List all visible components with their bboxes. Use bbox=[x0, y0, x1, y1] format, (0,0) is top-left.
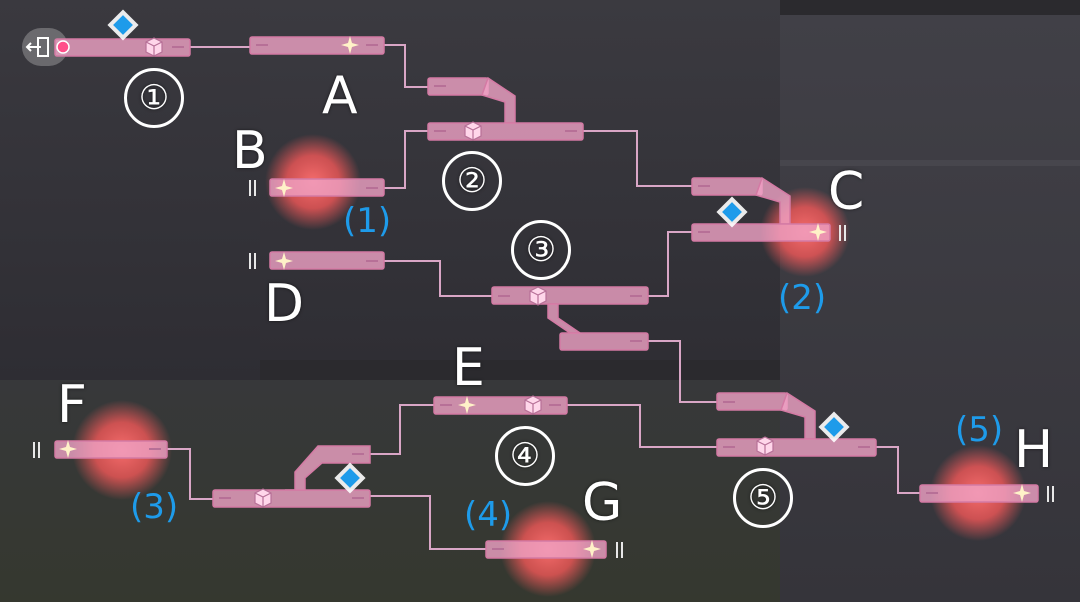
connector-F-split bbox=[167, 448, 213, 500]
sparkle-icon bbox=[275, 252, 293, 270]
connector-E-5 bbox=[567, 404, 717, 448]
diamond-marker-icon[interactable] bbox=[716, 196, 748, 228]
sparkle-icon bbox=[809, 223, 827, 241]
track-E bbox=[433, 396, 568, 415]
background-building-right bbox=[780, 15, 1080, 602]
start-dot-icon bbox=[56, 40, 70, 54]
sparkle-icon bbox=[59, 440, 77, 458]
route-label-H: H bbox=[1014, 420, 1054, 480]
slot-marks bbox=[149, 44, 938, 550]
track-split-lower bbox=[212, 489, 371, 508]
track-3-upper bbox=[491, 286, 649, 305]
route-label-F: F bbox=[57, 375, 87, 435]
track-2-bend bbox=[481, 76, 516, 124]
background-building-left bbox=[0, 0, 260, 380]
connector-3-C bbox=[648, 231, 692, 297]
stage-number-3: ③ bbox=[511, 220, 571, 280]
track-1 bbox=[54, 38, 191, 57]
cube-icon bbox=[464, 121, 482, 141]
connector-lines bbox=[167, 44, 920, 550]
stage-number-5: ⑤ bbox=[733, 468, 793, 528]
track-3-bend bbox=[547, 303, 583, 334]
track-3-lower bbox=[559, 332, 649, 351]
route-label-C: C bbox=[828, 162, 865, 222]
double-bar-icon bbox=[33, 442, 40, 458]
stage-number-4: ④ bbox=[495, 426, 555, 486]
connector-D-3 bbox=[384, 260, 492, 297]
route-label-E: E bbox=[452, 338, 485, 398]
double-bar-icon bbox=[249, 180, 256, 196]
route-label-G: G bbox=[582, 473, 623, 533]
connector-2-C bbox=[583, 130, 692, 187]
connector-split-G bbox=[370, 495, 486, 550]
cube-icon bbox=[529, 286, 547, 306]
sparkle-icon bbox=[341, 36, 359, 54]
track-H bbox=[919, 484, 1039, 503]
sparkle-icon bbox=[583, 540, 601, 558]
exit-door-icon[interactable] bbox=[25, 37, 49, 57]
track-B bbox=[269, 178, 385, 197]
route-label-B: B bbox=[232, 121, 268, 181]
cube-icon bbox=[756, 436, 774, 456]
background-window-band bbox=[780, 160, 1080, 166]
double-bar-icon bbox=[616, 542, 623, 558]
diamond-marker-icon[interactable] bbox=[818, 411, 850, 443]
diamond-marker-icon[interactable] bbox=[334, 462, 366, 494]
connector-3-5 bbox=[648, 340, 717, 403]
double-bar-icon bbox=[1047, 486, 1054, 502]
track-5-lower bbox=[716, 438, 877, 457]
route-marker-2: (2) bbox=[778, 278, 827, 318]
cube-icon bbox=[254, 488, 272, 508]
sparkle-icon bbox=[275, 179, 293, 197]
double-bar-icons bbox=[33, 180, 1054, 558]
cube-icons bbox=[145, 37, 774, 508]
route-label-D: D bbox=[264, 274, 305, 334]
cube-icon bbox=[145, 37, 163, 57]
route-label-A: A bbox=[322, 66, 358, 126]
stage-number-1: ① bbox=[124, 68, 184, 128]
track-5-bend bbox=[780, 391, 816, 440]
track-A bbox=[249, 36, 385, 55]
track-G bbox=[485, 540, 607, 559]
track-C-lower bbox=[691, 223, 831, 242]
sparkle-icons bbox=[59, 36, 1031, 558]
track-D bbox=[269, 251, 385, 270]
diamond-marker-icon[interactable] bbox=[107, 9, 139, 41]
track-split-bend bbox=[285, 445, 371, 491]
stage-number-2: ② bbox=[442, 151, 502, 211]
track-F bbox=[54, 440, 168, 459]
double-bar-icon bbox=[249, 253, 256, 269]
route-marker-4: (4) bbox=[464, 495, 513, 535]
sparkle-icon bbox=[1013, 484, 1031, 502]
route-marker-5: (5) bbox=[955, 410, 1004, 450]
cube-icon bbox=[524, 395, 542, 415]
connector-5-H bbox=[876, 446, 920, 494]
double-bar-icon bbox=[839, 225, 846, 241]
connector-B-2 bbox=[384, 130, 428, 189]
connector-A-2 bbox=[384, 44, 428, 88]
route-marker-1: (1) bbox=[343, 201, 392, 241]
sparkle-icon bbox=[458, 396, 476, 414]
route-marker-3: (3) bbox=[130, 487, 179, 527]
track-2-lower bbox=[427, 122, 584, 141]
connector-split-E bbox=[370, 404, 434, 455]
